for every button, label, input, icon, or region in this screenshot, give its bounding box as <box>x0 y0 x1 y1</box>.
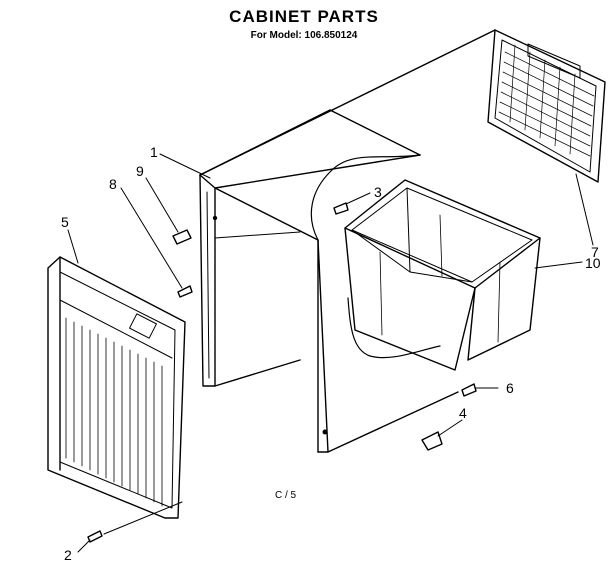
leader-lines <box>67 153 594 553</box>
part-7-rear-grille <box>487 29 606 183</box>
page-footer-code: C / 5 <box>275 490 297 501</box>
callout-10: 10 <box>585 255 601 271</box>
callout-6: 6 <box>506 380 514 396</box>
callout-8: 8 <box>109 176 117 192</box>
callout-5: 5 <box>61 214 69 230</box>
callout-2: 2 <box>64 547 72 561</box>
model-subtitle: For Model: 106.850124 <box>250 30 358 41</box>
part-8-screw <box>177 285 193 298</box>
callout-1: 1 <box>150 144 158 160</box>
part-4-plug <box>421 431 443 451</box>
part-9-clip <box>172 229 192 245</box>
part-1-cabinet-shell <box>199 29 496 453</box>
callout-7: 7 <box>591 244 599 260</box>
part-3-screw <box>333 202 349 215</box>
callout-4: 4 <box>459 405 467 421</box>
callout-3: 3 <box>374 184 382 200</box>
callout-9: 9 <box>136 163 144 179</box>
diagram-title: CABINET PARTS <box>229 7 379 26</box>
part-5-front-grille <box>47 256 186 519</box>
part-6-screw <box>461 383 477 397</box>
part-10-inner-tub <box>344 179 541 371</box>
